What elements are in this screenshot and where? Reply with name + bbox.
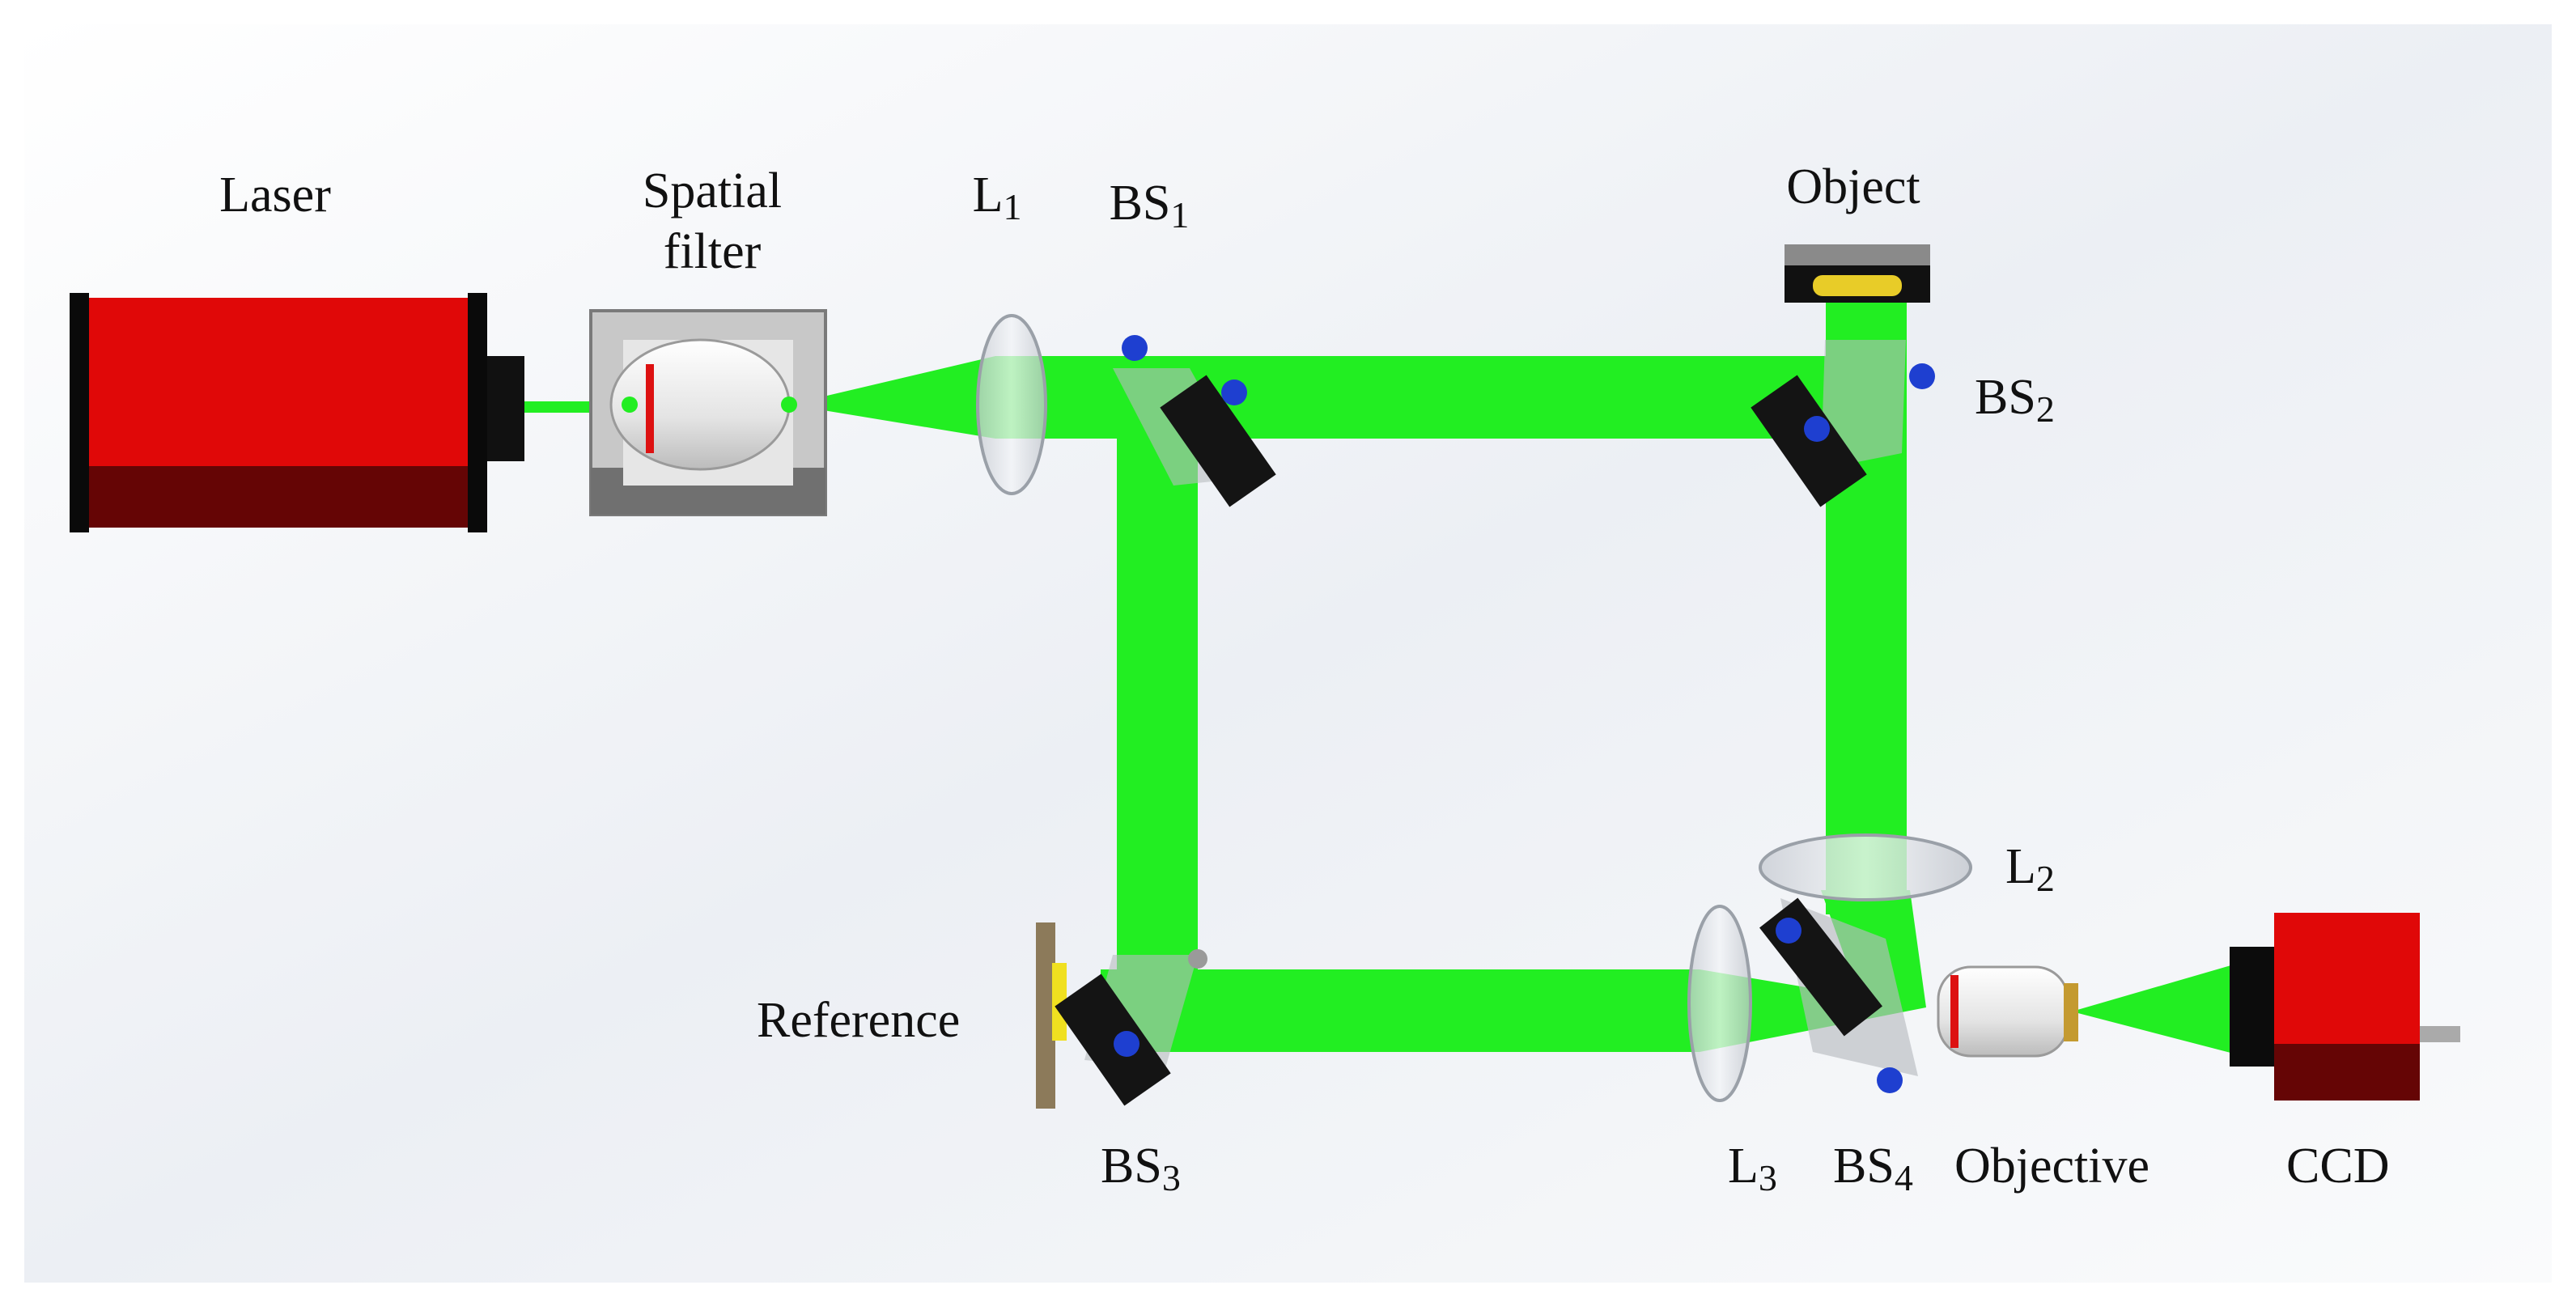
beam-splitter-bs4	[1759, 897, 1918, 1093]
laser-end-cap-right	[468, 293, 487, 532]
filter-red-ring	[646, 364, 654, 453]
background-panel	[24, 24, 2552, 1283]
label-spatial-filter-line1: Spatial	[642, 163, 783, 218]
laser-source	[70, 293, 524, 532]
label-bs4: BS4	[1833, 1139, 1913, 1198]
beam-splitter-bs3	[1055, 949, 1207, 1106]
label-objective: Objective	[1954, 1139, 2150, 1194]
label-bs1: BS1	[1109, 176, 1190, 235]
beam-left-vertical	[1117, 437, 1198, 1003]
laser-body-shadow	[81, 466, 477, 528]
object-sample	[1785, 244, 1930, 303]
ccd-camera	[2230, 913, 2460, 1101]
beam-to-ccd	[2072, 965, 2234, 1054]
label-bs2: BS2	[1975, 370, 2055, 430]
laser-body	[81, 298, 477, 466]
filter-pinhole-left	[622, 397, 638, 413]
microscope-objective	[1937, 965, 2078, 1058]
label-l2: L2	[2005, 839, 2055, 899]
spatial-filter	[589, 309, 827, 516]
reference-mirror	[1036, 922, 1067, 1109]
laser-aperture	[487, 356, 524, 461]
filter-pinhole-right	[781, 397, 797, 413]
beam-bottom-horizontal	[1101, 969, 1700, 1052]
label-ccd: CCD	[2286, 1139, 2390, 1194]
lens-l2	[1759, 833, 1972, 901]
beam-splitter-bs2	[1751, 340, 1935, 507]
lens-l1	[976, 314, 1047, 495]
label-l3: L3	[1728, 1139, 1777, 1198]
beam-expanding	[789, 356, 995, 439]
label-l1: L1	[972, 168, 1022, 227]
label-reference: Reference	[757, 993, 961, 1048]
label-object: Object	[1786, 159, 1920, 214]
label-bs3: BS3	[1101, 1139, 1181, 1198]
beam-splitter-bs1	[1113, 335, 1276, 507]
lens-l3	[1687, 905, 1752, 1102]
laser-end-cap-left	[70, 293, 89, 532]
label-spatial-filter-line2: filter	[663, 224, 762, 279]
label-laser: Laser	[219, 168, 331, 223]
laser-beam-paths	[518, 291, 2234, 1054]
